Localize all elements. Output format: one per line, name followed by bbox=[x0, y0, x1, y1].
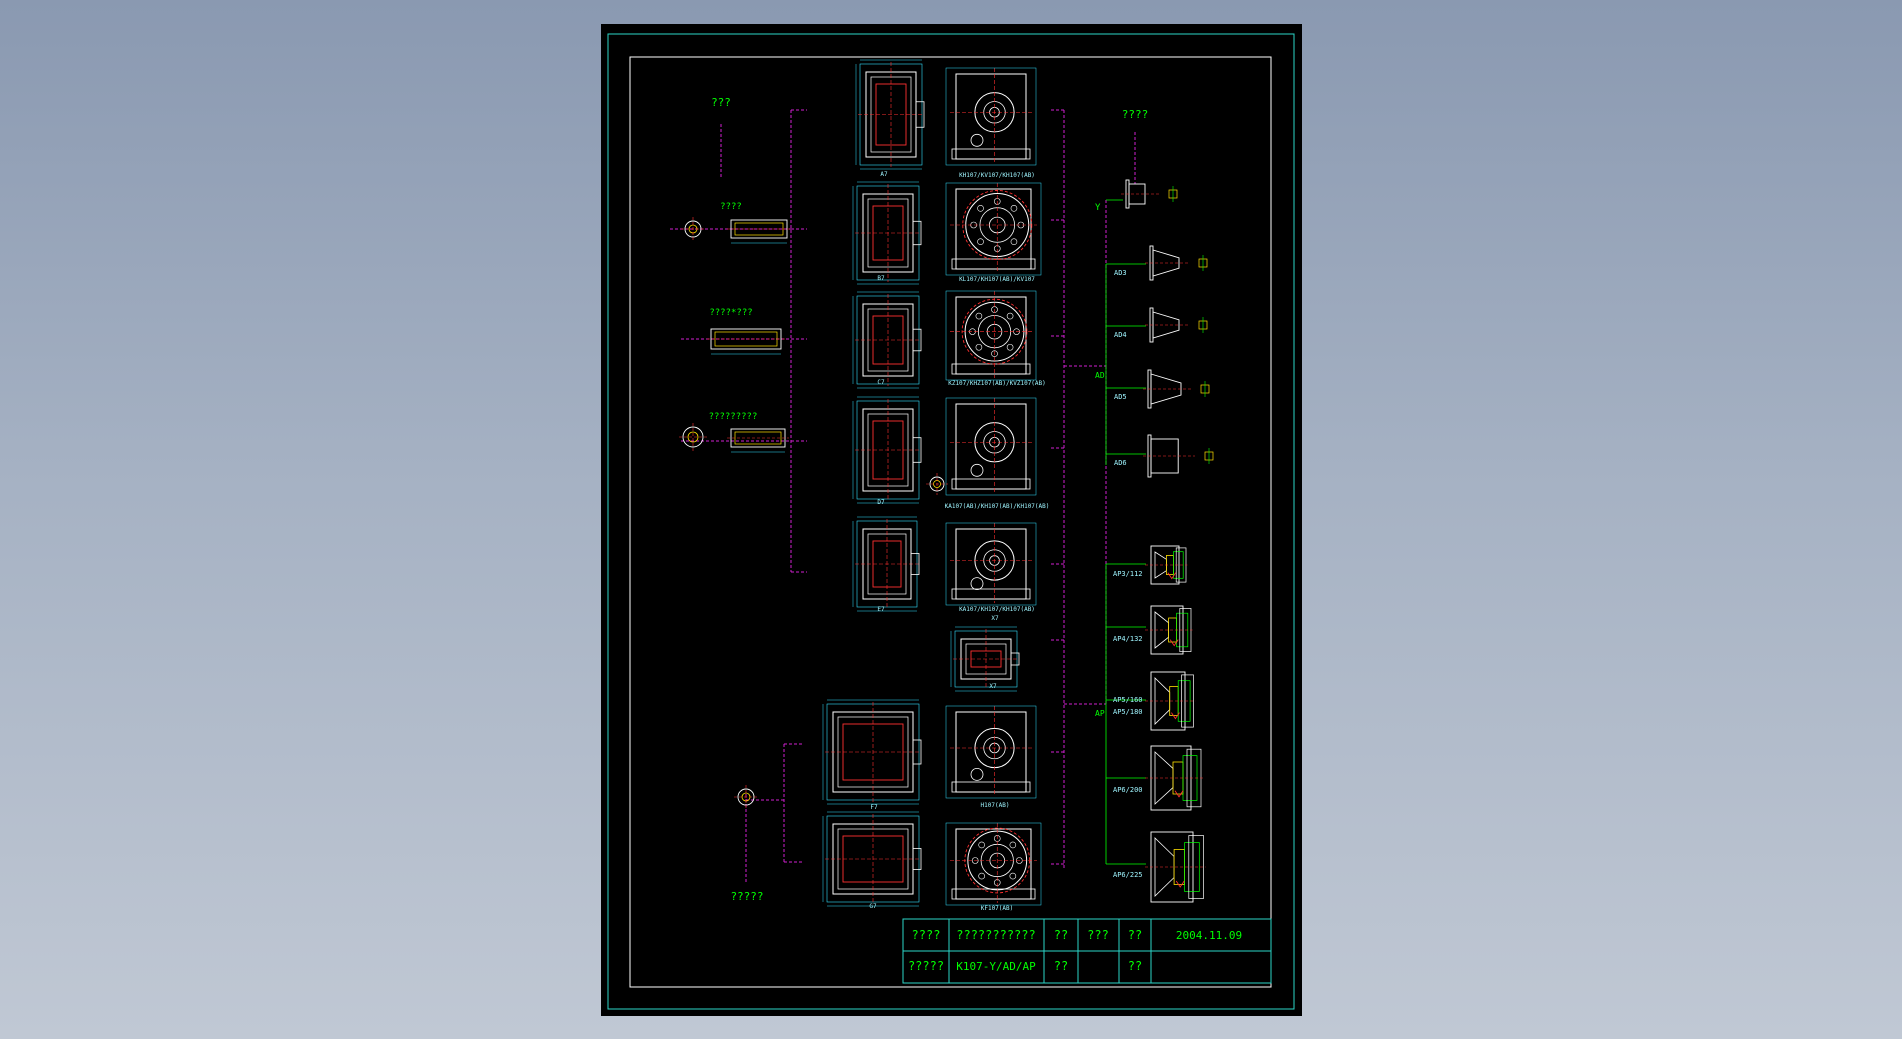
caption-ap6b: AP6/225 bbox=[1113, 871, 1143, 879]
caption-k1: KH107/KV107/KH107(AB) bbox=[959, 172, 1035, 179]
side-view-e7 bbox=[852, 516, 920, 612]
shaft-c bbox=[727, 428, 789, 453]
caption-ap5a: AP5/160 bbox=[1113, 696, 1143, 704]
adapter-ap6b bbox=[1145, 831, 1206, 903]
connector-lines bbox=[670, 109, 1146, 882]
label-shaft-a: ???? bbox=[720, 202, 742, 212]
shaft-b bbox=[707, 328, 785, 355]
adapter-ad6 bbox=[1143, 434, 1214, 478]
caption-ad5: AD5 bbox=[1114, 393, 1127, 401]
caption-ad6: AD6 bbox=[1114, 459, 1127, 467]
side-view-b7 bbox=[852, 181, 922, 285]
caption-ad4: AD4 bbox=[1114, 331, 1127, 339]
adapter-ad4 bbox=[1145, 307, 1208, 343]
front-view-kf107 bbox=[945, 822, 1042, 906]
tb-r1c3: ?? bbox=[1054, 928, 1068, 942]
caption-ap4: AP4/132 bbox=[1113, 635, 1143, 643]
front-view-k2 bbox=[945, 182, 1042, 276]
gearbox-components bbox=[679, 59, 1214, 907]
front-view-k4 bbox=[945, 397, 1037, 496]
side-view-d7 bbox=[852, 396, 922, 504]
title-block: ???? ??????????? ?? ??? ?? 2004.11.09 ??… bbox=[902, 918, 1272, 984]
tb-r2c3: ?? bbox=[1054, 959, 1068, 973]
tb-r1c2: ??????????? bbox=[956, 928, 1035, 942]
tb-r1c5: ?? bbox=[1128, 928, 1142, 942]
side-view-c7 bbox=[852, 291, 922, 389]
front-view-k1 bbox=[945, 67, 1037, 166]
caption-x7-top: X7 bbox=[991, 615, 999, 622]
hub-small bbox=[926, 473, 948, 495]
front-view-k3 bbox=[945, 290, 1037, 381]
label-shaft-b: ????*??? bbox=[709, 308, 752, 318]
label-y: Y bbox=[1095, 203, 1101, 213]
caption-d7: D7 bbox=[877, 499, 885, 506]
caption-ad3: AD3 bbox=[1114, 269, 1127, 277]
side-view-f7 bbox=[822, 699, 922, 805]
inner-border bbox=[629, 56, 1272, 988]
motor-y bbox=[1121, 179, 1178, 209]
caption-k2: KL107/KH107(AB)/KV107 bbox=[959, 276, 1035, 283]
label-shaft-c: ????????? bbox=[709, 412, 758, 422]
caption-f7: F7 bbox=[870, 804, 878, 811]
caption-k4: KA107(AB)/KH107(AB)/KH107(AB) bbox=[945, 503, 1050, 510]
hub-d bbox=[734, 785, 758, 809]
caption-k5: KA107/KH107/KH107(AB) bbox=[959, 606, 1035, 613]
tb-r2c1: ????? bbox=[908, 959, 944, 973]
caption-x7: X7 bbox=[989, 683, 997, 690]
front-view-k5 bbox=[945, 522, 1037, 606]
hub-c bbox=[679, 423, 707, 451]
adapter-ad3 bbox=[1145, 245, 1208, 281]
label-ad: AD bbox=[1095, 371, 1105, 380]
caption-ap6a: AP6/200 bbox=[1113, 786, 1143, 794]
label-ap: AP bbox=[1095, 709, 1105, 718]
adapter-ap6a bbox=[1145, 745, 1203, 811]
outer-border bbox=[607, 33, 1295, 1010]
tb-r1c1: ???? bbox=[912, 928, 941, 942]
tb-r2c5: ?? bbox=[1128, 959, 1142, 973]
caption-kf107: KF107(AB) bbox=[981, 905, 1014, 912]
caption-h107: H107(AB) bbox=[981, 802, 1010, 809]
tb-r1c4: ??? bbox=[1087, 928, 1109, 942]
label-top-left: ??? bbox=[711, 96, 731, 109]
side-view-g7 bbox=[822, 811, 922, 907]
caption-c7: C7 bbox=[877, 379, 885, 386]
caption-a7: A7 bbox=[880, 171, 888, 178]
caption-ap5b: AP5/180 bbox=[1113, 708, 1143, 716]
caption-g7: G7 bbox=[869, 903, 877, 910]
caption-k3: KZ107/KHZ107(AB)/KVZ107(AB) bbox=[948, 380, 1046, 387]
adapter-ap5 bbox=[1145, 671, 1196, 731]
caption-e7: E7 bbox=[877, 606, 885, 613]
adapter-ap4 bbox=[1145, 605, 1193, 655]
adapter-ap3 bbox=[1145, 545, 1188, 585]
tb-r2c2: K107-Y/AD/AP bbox=[956, 960, 1036, 973]
tb-r1c6: 2004.11.09 bbox=[1176, 929, 1242, 942]
cad-drawing: ??? ???? ????*??? ????????? ????? ???? Y… bbox=[607, 33, 1295, 1010]
front-view-h107 bbox=[945, 705, 1037, 799]
side-view-a7 bbox=[855, 59, 925, 170]
label-shaft-d: ????? bbox=[730, 890, 763, 903]
hub-a bbox=[681, 217, 705, 241]
side-view-x7 bbox=[950, 626, 1020, 692]
caption-ap3: AP3/112 bbox=[1113, 570, 1143, 578]
shaft-a bbox=[727, 219, 791, 244]
adapter-ad5 bbox=[1143, 369, 1210, 409]
caption-b7: B7 bbox=[877, 275, 885, 282]
drawing-sheet: ??? ???? ????*??? ????????? ????? ???? Y… bbox=[601, 24, 1302, 1016]
label-top-right: ???? bbox=[1122, 108, 1149, 121]
